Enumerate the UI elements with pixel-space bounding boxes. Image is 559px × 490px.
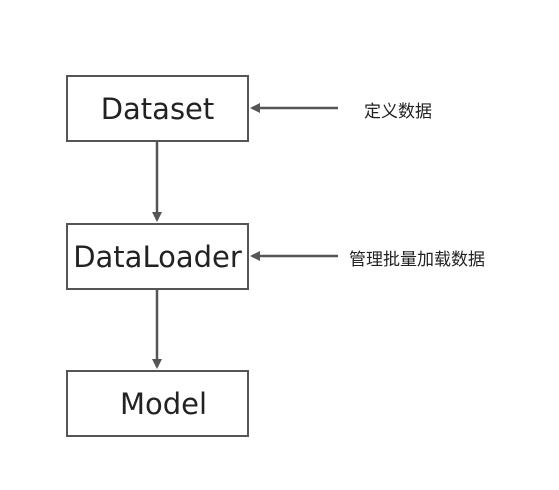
- dataloader-label: DataLoader: [73, 239, 242, 274]
- dataset-label: Dataset: [100, 91, 215, 126]
- model-label: Model: [119, 386, 208, 421]
- dataloader-annotation: 管理批量加载数据: [349, 250, 485, 270]
- model-box: Model: [66, 370, 249, 437]
- dataset-box: Dataset: [66, 75, 249, 142]
- dataloader-box: DataLoader: [66, 223, 249, 290]
- dataset-annotation: 定义数据: [364, 102, 432, 122]
